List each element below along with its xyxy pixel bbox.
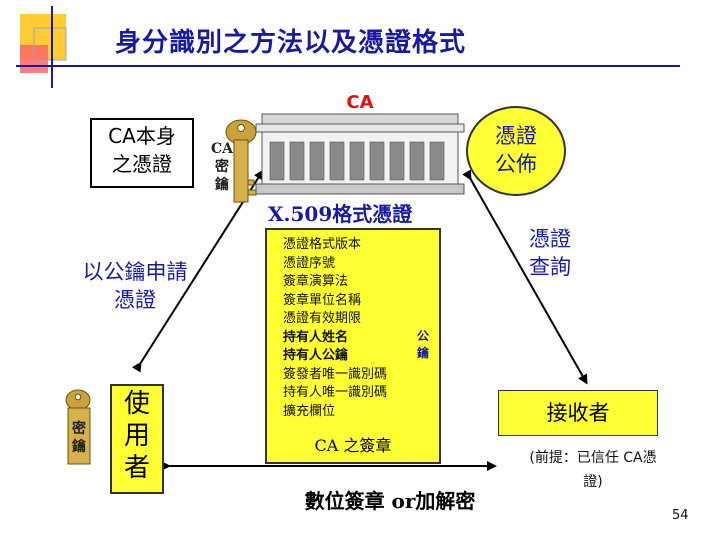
- cert-field: 憑證格式版本: [283, 237, 362, 252]
- user-line-1: 使: [123, 389, 150, 419]
- page-title: 身分識別之方法以及憑證格式: [115, 28, 467, 58]
- publish-line-1: 憑證: [495, 124, 537, 148]
- certificate-publish-ellipse: 憑證 公佈: [466, 106, 566, 196]
- cert-field-list: 憑證格式版本 憑證序號 簽章演算法 簽章單位名稱 憑證有效期限 持有人姓名 持有…: [267, 230, 439, 421]
- user-key-icon: [65, 389, 91, 465]
- user-key-label-line-1: 密: [72, 421, 86, 437]
- publish-line-2: 公佈: [495, 152, 537, 176]
- ca-building-icon: [255, 113, 465, 195]
- cert-field: 持有人唯一識別碼: [283, 385, 388, 400]
- ca-key-label-line-2: 密: [215, 159, 229, 175]
- ca-key-label-line-3: 鑰: [215, 177, 229, 193]
- cert-field: 持有人姓名: [283, 329, 349, 345]
- receiver-box: 接收者: [498, 390, 658, 436]
- user-box: 使 用 者: [110, 384, 164, 494]
- apply-with-public-key-label: 以公鑰申請 憑證: [60, 258, 210, 314]
- query-line-1: 憑證: [529, 227, 571, 251]
- public-key-label: 公 鑰: [414, 328, 432, 362]
- public-key-label-line-1: 公: [416, 329, 429, 343]
- ca-self-certificate-box: CA本身 之憑證: [90, 118, 194, 188]
- cert-field: 持有人公鑰: [283, 348, 349, 363]
- arrow-ca-to-receiver: [462, 169, 588, 385]
- ca-label: CA: [346, 92, 374, 113]
- digital-signature-label: 數位簽章 or加解密: [304, 489, 476, 513]
- premise-line-2: 證): [583, 474, 603, 490]
- apply-line-1: 以公鑰申請: [82, 260, 188, 284]
- ca-key-label: CA 密 鑰: [208, 140, 236, 194]
- user-line-2: 用: [123, 421, 150, 451]
- certificate-query-label: 憑證 查詢: [520, 225, 580, 281]
- corner-square-outline: [33, 27, 67, 61]
- ca-self-cert-line-1: CA本身: [108, 124, 176, 148]
- ca-signature: CA 之簽章: [314, 436, 392, 455]
- cert-field: 擴充欄位: [283, 403, 336, 419]
- apply-line-2: 憑證: [114, 288, 156, 312]
- ca-key-icon: [225, 119, 257, 203]
- premise-line-1: (前提：已信任 CA憑: [529, 450, 657, 466]
- x509-title: X.509格式憑證: [268, 202, 413, 226]
- x509-certificate-box: 憑證格式版本 憑證序號 簽章演算法 簽章單位名稱 憑證有效期限 持有人姓名 持有…: [265, 228, 441, 464]
- public-key-label-line-2: 鑰: [416, 346, 429, 360]
- query-line-2: 查詢: [529, 255, 571, 279]
- cert-field: 簽章單位名稱: [283, 292, 362, 308]
- page-number: 54: [672, 508, 689, 523]
- cert-field: 憑證有效期限: [283, 311, 362, 326]
- cert-field: 憑證序號: [283, 255, 336, 271]
- user-key-label: 密 鑰: [68, 420, 90, 456]
- ca-key-label-line-1: CA: [210, 141, 233, 157]
- cert-field: 簽章演算法: [283, 274, 349, 289]
- cert-field: 簽發者唯一識別碼: [283, 366, 388, 382]
- user-line-3: 者: [123, 453, 150, 483]
- ca-self-cert-line-2: 之憑證: [112, 152, 172, 176]
- receiver-premise: (前提：已信任 CA憑 證): [498, 446, 688, 494]
- arrow-user-to-ca: [132, 169, 264, 373]
- user-key-label-line-2: 鑰: [72, 439, 86, 455]
